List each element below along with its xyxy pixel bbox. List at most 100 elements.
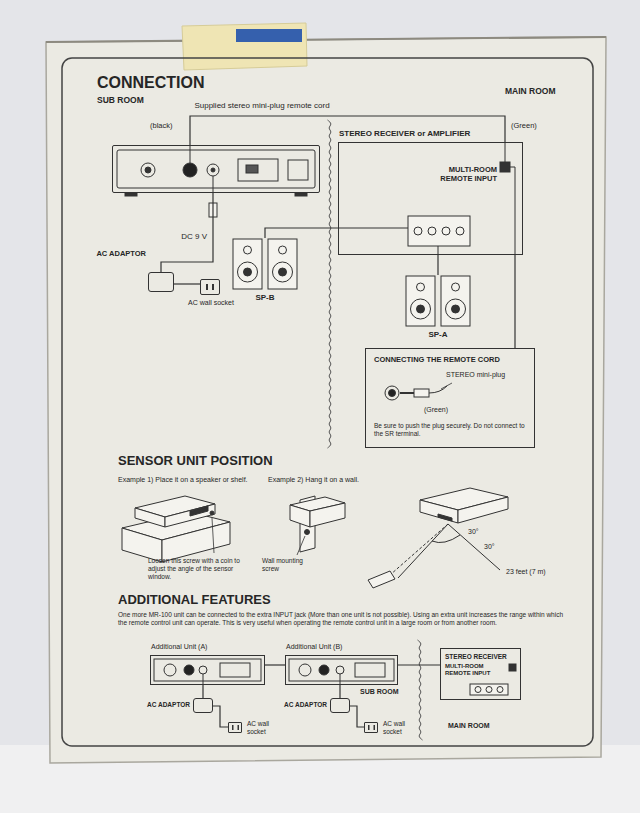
sensor-on-shelf: [122, 528, 162, 562]
speaker-cabinet: [238, 262, 258, 282]
unit-panel: [154, 659, 261, 681]
cable: [202, 685, 203, 698]
color-note: (Green): [414, 406, 458, 415]
packing-tape: [182, 23, 307, 70]
sensor-on-shelf: [210, 511, 214, 515]
wall-socket: AC wall socket: [364, 722, 378, 733]
sensor-range: [432, 535, 460, 543]
room-label: SUB ROOM: [97, 95, 144, 105]
speaker-pair: SP-A: [405, 275, 471, 327]
receiver-panel: [470, 684, 508, 695]
voltage-label: DC 9 V: [163, 232, 207, 242]
sensor-on-shelf: [135, 508, 165, 527]
room-label: MAIN ROOM: [505, 86, 556, 96]
plug-drawing: [441, 383, 452, 389]
packing-tape: [182, 23, 307, 70]
speaker-cabinet: [273, 262, 293, 282]
sensor-on-wall: [290, 505, 310, 527]
receiver-panel: [438, 246, 439, 255]
section-heading: ADDITIONAL FEATURES: [118, 592, 271, 608]
box-face: [46, 37, 606, 42]
ac-adaptor: AC ADAPTOR: [330, 698, 350, 713]
unit-panel: [154, 659, 394, 685]
cable: [265, 664, 285, 665]
part-label: AC wall socket: [383, 720, 415, 736]
receiver-panel: [442, 227, 450, 235]
sensor-range: [390, 524, 448, 575]
socket-slots: [232, 725, 234, 730]
speaker-cabinet: [411, 299, 431, 319]
cable: [213, 706, 228, 727]
wire-color: (Green): [511, 121, 537, 130]
sensor-range: [368, 488, 508, 588]
receiver-panel: [456, 227, 464, 235]
plug-drawing: [400, 392, 414, 394]
room-label: SUB ROOM: [360, 688, 399, 697]
receiver-panel: [509, 664, 516, 671]
plug-drawing: [389, 390, 396, 397]
receiver-panel: [338, 228, 408, 229]
wall-socket: AC wall socket: [228, 722, 242, 733]
unit-panel: [246, 165, 258, 173]
cable: [437, 255, 438, 275]
part-label: AC wall socket: [247, 720, 279, 736]
socket-slots: [374, 725, 376, 730]
sensor-on-shelf: [162, 522, 230, 562]
unit-panel: [299, 664, 311, 676]
cable: [514, 255, 515, 348]
sensor-range: [368, 571, 395, 588]
device-label: STEREO RECEIVER: [445, 653, 517, 661]
unit-panel: [199, 666, 207, 674]
packing-tape: [236, 29, 302, 42]
unit-panel: [336, 666, 344, 674]
cable: [174, 283, 200, 284]
angle-label: 30°: [484, 543, 495, 552]
unit-panel: [207, 164, 219, 176]
instruction-note: Be sure to push the plug securely. Do no…: [374, 422, 528, 438]
speaker-cabinet: [452, 305, 460, 313]
panel-border: [62, 58, 593, 746]
sensor-on-shelf: [190, 506, 208, 516]
unit-panel: [319, 665, 329, 675]
cable: [265, 228, 338, 238]
plug-drawing: [414, 389, 429, 397]
part-label: AC ADAPTOR: [142, 701, 190, 709]
angle-label: 30°: [468, 528, 479, 537]
unit-panel: [220, 663, 250, 677]
receiver-panel: [338, 142, 515, 255]
cable: [339, 685, 340, 698]
sensor-on-shelf: [212, 518, 214, 553]
stereo-receiver: STEREO RECEIVERMULTI-ROOM REMOTE INPUT: [440, 648, 521, 700]
jack-label: MULTI-ROOM REMOTE INPUT: [425, 165, 497, 183]
speaker-cabinet: [446, 299, 466, 319]
receiver-panel: [408, 216, 470, 246]
section-heading: SENSOR UNIT POSITION: [118, 453, 273, 469]
section-title: CONNECTION: [97, 73, 205, 93]
part-label: AC ADAPTOR: [279, 701, 327, 709]
unit-panel: [238, 159, 278, 181]
unit-panel: [145, 167, 151, 173]
unit-panel: [164, 664, 176, 676]
box-face: [46, 37, 606, 763]
socket-slots: [238, 725, 240, 730]
ac-adaptor: AC ADAPTOR: [148, 272, 174, 292]
example-caption: Example 2) Hang it on a wall.: [268, 476, 359, 485]
speaker-cabinet: [406, 276, 435, 326]
additional-unit: Additional Unit (A): [150, 655, 265, 685]
unit-panel: [125, 193, 137, 196]
sensor-on-shelf: [165, 504, 215, 527]
unit-panel: [295, 193, 307, 196]
receiver-panel: [486, 687, 492, 693]
wire-color: (black): [150, 121, 173, 130]
stereo-receiver: STEREO RECEIVER or AMPLIFIERMULTI-ROOM R…: [338, 142, 523, 255]
receiver-panel: [500, 162, 510, 172]
room-divider: [328, 120, 331, 448]
inset-heading: CONNECTING THE REMOTE CORD: [374, 355, 528, 364]
unit-label: Additional Unit (A): [151, 643, 266, 652]
unit-panel: [340, 674, 341, 685]
sensor-on-wall: [305, 530, 310, 535]
speaker-pair: SP-B: [232, 238, 298, 290]
example-caption: Example 1) Place it on a speaker or shel…: [118, 476, 248, 485]
